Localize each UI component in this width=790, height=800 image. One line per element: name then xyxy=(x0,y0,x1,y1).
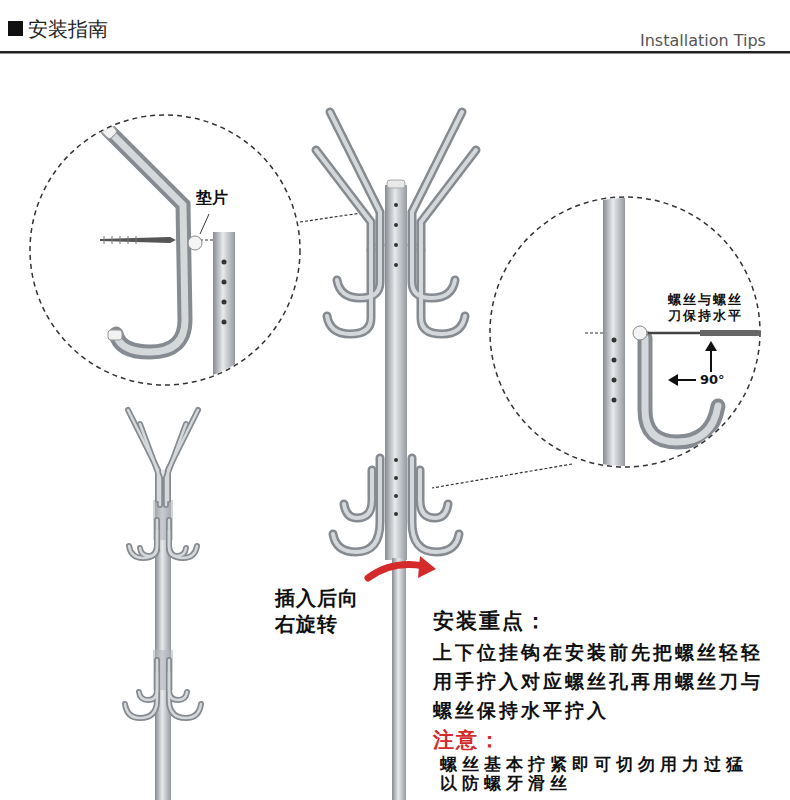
header-subtitle: Installation Tips xyxy=(640,31,766,51)
warning-text: 螺丝基本拧紧即可切勿用力过猛以防螺牙滑丝 xyxy=(440,755,755,793)
section-heading: 安装重点： xyxy=(433,608,548,634)
warning-heading: 注意： xyxy=(433,727,502,753)
instruction-text: 上下位挂钩在安装前先把螺丝轻轻用手拧入对应螺丝孔再用螺丝刀与螺丝保持水平拧入 xyxy=(433,638,773,725)
rotation-note: 插入后向右旋转 xyxy=(275,585,365,637)
angle-label: 90° xyxy=(700,371,725,389)
page-title: 安装指南 xyxy=(28,17,108,41)
instruction-note: 螺丝与螺丝刀保持水平 xyxy=(668,292,748,324)
part-label: 垫片 xyxy=(196,188,228,208)
